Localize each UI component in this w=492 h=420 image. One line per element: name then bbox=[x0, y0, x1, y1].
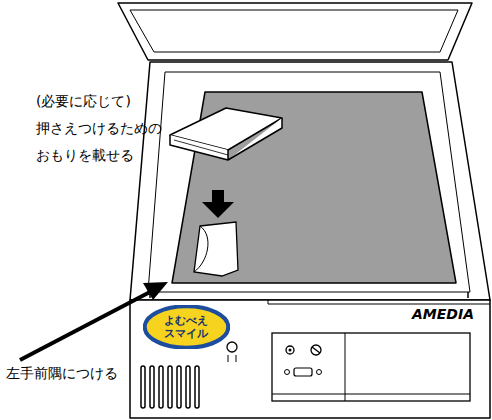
logo-text: よむべえ スマイル bbox=[156, 314, 216, 340]
weight-note: (必要に応じて) 押さえつけるための おもりを載せる bbox=[36, 88, 176, 169]
corner-note: 左手前隅につける bbox=[6, 364, 136, 382]
vent-slot bbox=[186, 366, 190, 408]
vent-slot bbox=[159, 366, 163, 408]
vent-slot bbox=[168, 366, 172, 408]
logo-badge: よむべえ スマイル bbox=[143, 305, 230, 349]
vent-slot bbox=[141, 366, 145, 408]
vent-slot bbox=[177, 366, 181, 408]
vent-slot bbox=[150, 366, 154, 408]
brand-name: AMEDIA bbox=[412, 305, 488, 323]
vent-slot bbox=[195, 366, 199, 408]
